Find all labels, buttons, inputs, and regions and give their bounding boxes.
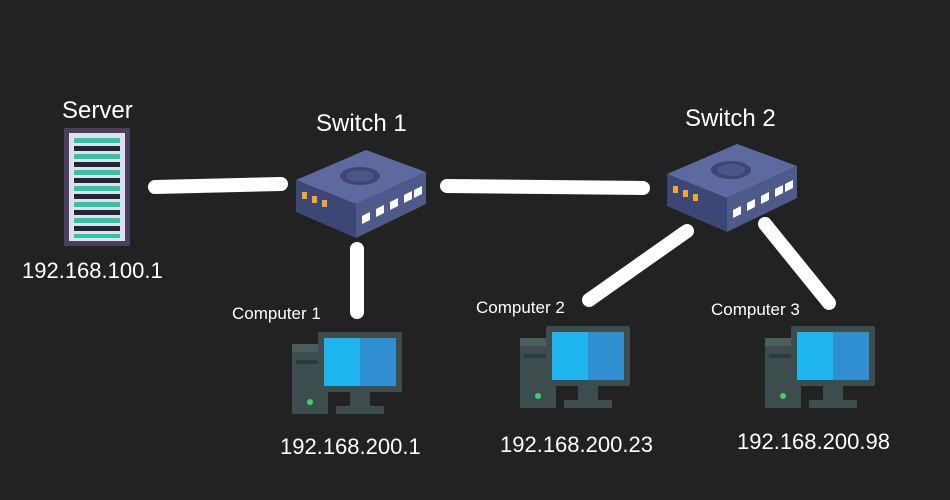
server-ip-label: 192.168.100.1 bbox=[22, 258, 163, 283]
link-switch1-switch2 bbox=[440, 179, 650, 195]
computer2-ip-label: 192.168.200.23 bbox=[500, 432, 653, 457]
computer3-icon bbox=[765, 326, 875, 408]
switch1-name-label: Switch 1 bbox=[316, 110, 407, 137]
computer1-icon bbox=[292, 332, 402, 414]
link-switch2-computer2 bbox=[582, 224, 694, 307]
computer2-name-label: Computer 2 bbox=[476, 298, 565, 317]
computer3-name-label: Computer 3 bbox=[711, 300, 800, 319]
link-switch2-computer3 bbox=[758, 217, 836, 310]
link-server-switch1 bbox=[148, 177, 288, 194]
switch1-icon bbox=[296, 150, 426, 238]
computer1-name-label: Computer 1 bbox=[232, 304, 321, 323]
computer3-ip-label: 192.168.200.98 bbox=[737, 429, 890, 454]
computer1-ip-label: 192.168.200.1 bbox=[280, 434, 421, 459]
switch2-name-label: Switch 2 bbox=[685, 105, 776, 132]
computer2-icon bbox=[520, 326, 630, 408]
switch2-icon bbox=[667, 144, 797, 232]
server-name-label: Server bbox=[62, 97, 133, 124]
server-rack-icon bbox=[64, 128, 130, 246]
